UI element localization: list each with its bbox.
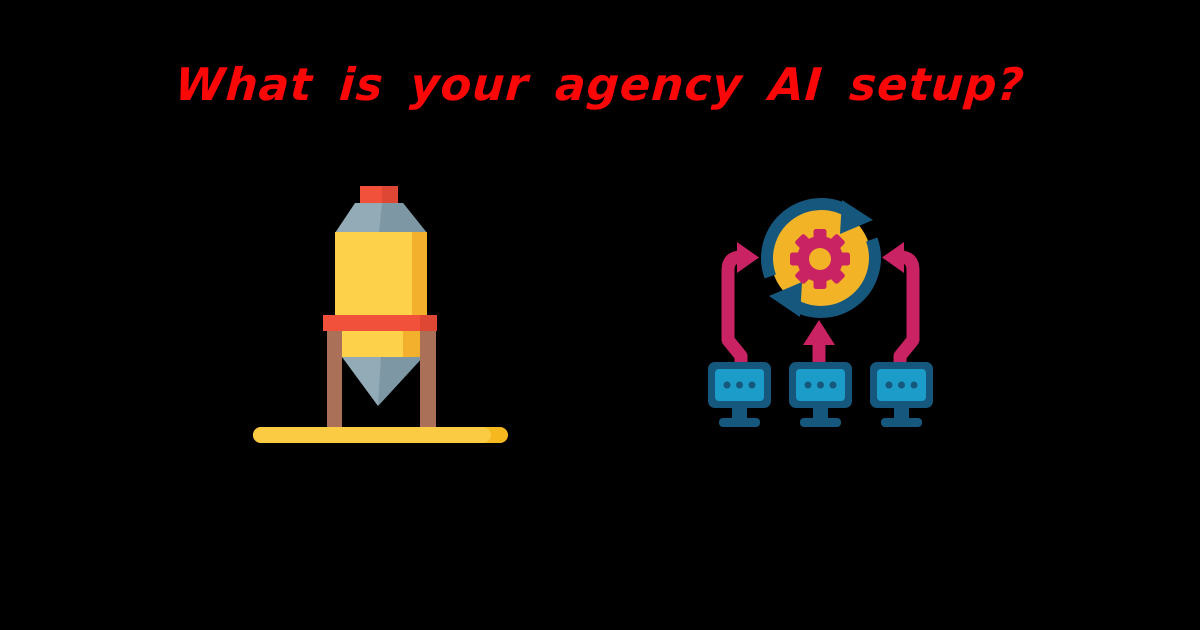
connector-arrow-icon-left: [721, 242, 759, 367]
silo-icon: [253, 186, 508, 443]
silo-cap: [360, 186, 398, 203]
silo-legs: [327, 330, 436, 428]
silo-band: [323, 315, 437, 331]
silo-funnel-top: [342, 330, 423, 357]
computer-icon-middle: [789, 362, 852, 427]
gear-icon: [790, 229, 850, 289]
connector-arrow-icon-middle: [803, 320, 835, 365]
silo-base-bar: [253, 427, 508, 443]
computer-icon-right: [870, 362, 933, 427]
ai-sync-network-icon: [708, 198, 933, 427]
computer-icon-left: [708, 362, 771, 427]
page-title: What is your agency AI setup?: [173, 58, 1027, 111]
silo-shoulder: [335, 203, 427, 233]
silo-body: [335, 232, 427, 316]
connector-arrow-icon-right: [882, 242, 920, 367]
silo-funnel-cone: [342, 357, 423, 406]
